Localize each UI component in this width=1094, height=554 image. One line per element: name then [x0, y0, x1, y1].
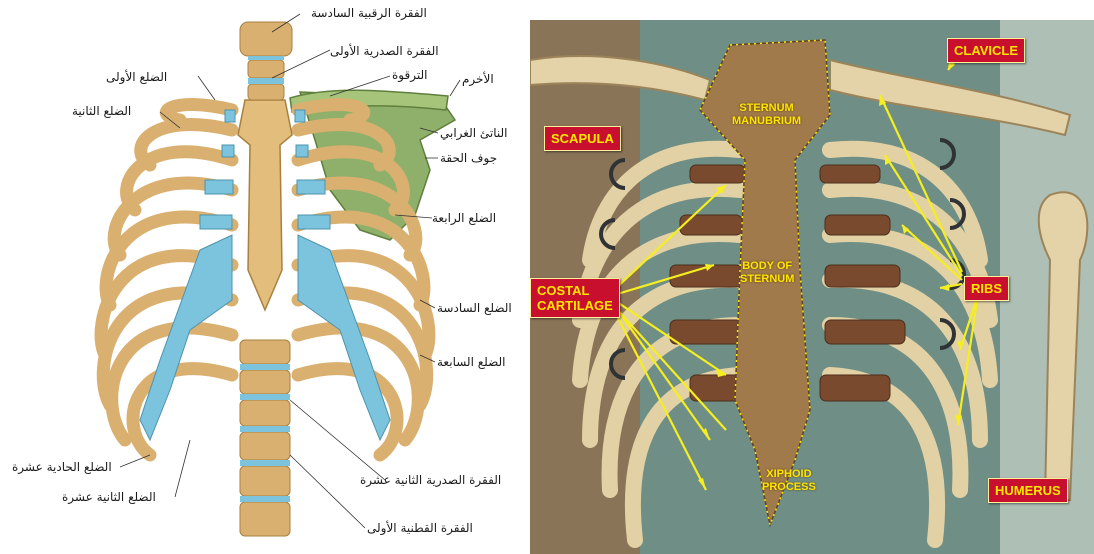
ribs-label-box: RIBS — [964, 276, 1009, 301]
label-l1: الفقرة القطنية الأولى — [367, 521, 473, 535]
sternum-manubrium-label: STERNUM MANUBRIUM — [732, 102, 801, 128]
costal-cartilage-label-box: COSTAL CARTILAGE — [530, 278, 620, 318]
label-acromion: الأخرم — [462, 72, 494, 86]
label-t1: الفقرة الصدرية الأولى — [330, 44, 439, 58]
label-sixth-rib: الضلع السادسة — [437, 301, 512, 315]
rib-cage-illustration: الفقرة الرقبية السادسة الفقرة الصدرية ال… — [0, 0, 530, 554]
label-t12: الفقرة الصدرية الثانية عشرة — [360, 473, 501, 487]
label-first-rib: الضلع الأولى — [106, 70, 167, 84]
label-coracoid: الناتئ الغرابي — [440, 126, 508, 140]
label-glenoid: جوف الحقة — [440, 151, 497, 165]
label-clavicle: الترقوة — [392, 68, 427, 82]
scapula-label-box: SCAPULA — [544, 126, 621, 151]
xiphoid-process-label: XIPHOID PROCESS — [762, 468, 816, 494]
humerus-label-box: HUMERUS — [988, 478, 1068, 503]
clavicle-label-box: CLAVICLE — [947, 38, 1025, 63]
label-second-rib: الضلع الثانية — [72, 104, 131, 118]
label-fourth-rib: الضلع الرابعة — [432, 211, 496, 225]
label-c6: الفقرة الرقبية السادسة — [311, 6, 427, 20]
label-twelfth-rib: الضلع الثانية عشرة — [62, 490, 156, 504]
body-of-sternum-label: BODY OF STERNUM — [740, 260, 794, 286]
skeleton-photo: CLAVICLE SCAPULA COSTAL CARTILAGE RIBS H… — [530, 20, 1094, 554]
label-eleventh-rib: الضلع الحادية عشرة — [12, 460, 112, 474]
label-seventh-rib: الضلع السابعة — [437, 355, 505, 369]
